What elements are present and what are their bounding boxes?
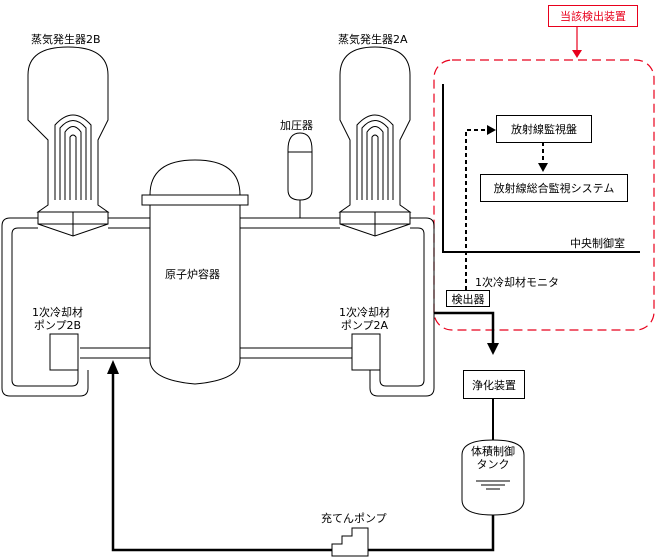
vct-label-line2: タンク <box>476 458 510 471</box>
coolant-monitor-label: 1次冷却材モニタ <box>475 276 559 289</box>
pressurizer <box>287 132 313 218</box>
steam-generator-2a-label: 蒸気発生器2A <box>338 33 408 46</box>
pump-2a-label-line2: ポンプ2A <box>340 319 389 332</box>
signal-lines <box>465 129 544 290</box>
steam-generator-2a <box>338 46 412 237</box>
vct-label-line1: 体積制御 <box>471 445 515 458</box>
pump-2a-label-line1: 1次冷却材 <box>339 306 390 319</box>
pump-2b-label-line1: 1次冷却材 <box>32 306 83 319</box>
steam-generator-2b-label: 蒸気発生器2B <box>31 33 101 46</box>
volume-control-tank <box>461 439 525 516</box>
letdown-line <box>434 311 495 345</box>
control-room-label: 中央制御室 <box>570 237 625 250</box>
detector-title-box: 当該検出装置 <box>548 5 638 27</box>
primary-coolant-pump-2b <box>49 333 79 371</box>
purifier-box: 浄化装置 <box>463 370 525 399</box>
reactor-vessel <box>141 159 249 385</box>
radiation-monitoring-system: 放射線総合監視システム <box>480 174 628 202</box>
control-room-boundary <box>442 84 640 253</box>
detector-region-boundary <box>433 59 655 331</box>
pump-2b-label: 1次冷却材 ポンプ2B <box>32 306 83 332</box>
pump-2a-label: 1次冷却材 ポンプ2A <box>339 306 390 332</box>
charging-pump-label: 充てんポンプ <box>321 512 387 525</box>
steam-generator-2b <box>27 46 110 237</box>
primary-loop-piping <box>1 217 435 397</box>
charging-pump-symbol <box>331 527 369 557</box>
vct-label: 体積制御 タンク <box>467 445 519 471</box>
primary-coolant-pump-2a <box>351 333 381 371</box>
pressurizer-label: 加圧器 <box>280 119 313 132</box>
reactor-vessel-label: 原子炉容器 <box>165 268 220 281</box>
detector-box: 検出器 <box>446 290 490 307</box>
charging-line <box>111 372 495 552</box>
pump-2b-label-line2: ポンプ2B <box>33 319 82 332</box>
radiation-monitoring-panel: 放射線監視盤 <box>496 115 592 143</box>
